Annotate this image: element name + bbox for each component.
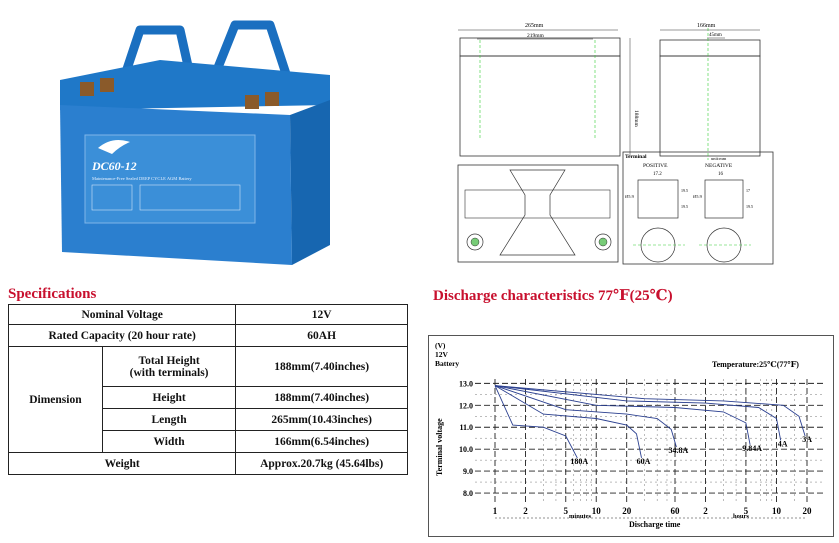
chart-battery-volt-label: 12V: [435, 350, 449, 359]
series-line: [494, 385, 578, 459]
spec-row-weight: Weight Approx.20.7kg (45.64lbs): [7, 452, 408, 475]
neg-h1-label: 17: [746, 188, 750, 193]
dimension-label: Dimension: [8, 346, 103, 453]
nominal-voltage-value: 12V: [235, 304, 408, 325]
chart-temperature-label: Temperature:25℃(77℉): [712, 360, 799, 369]
inner-label: 219mm: [527, 33, 545, 39]
width-label: Width: [101, 430, 237, 453]
series-label: 9.84A: [742, 444, 762, 453]
y-tick-label: 12.0: [459, 401, 473, 410]
pos-h2-label: 19.5: [681, 204, 688, 209]
battery-image: DC60-12 Maintenance-Free Sealed DEEP CYC…: [40, 20, 340, 270]
series-line: [494, 385, 751, 445]
length-label: 265mm: [525, 23, 544, 29]
terminal-label: Terminal: [625, 154, 647, 160]
negative-label: NEGATIVE: [705, 163, 733, 169]
dia-neg-label: Ø5.9: [693, 194, 703, 199]
nominal-voltage-label: Nominal Voltage: [7, 304, 237, 325]
length-label: Length: [101, 408, 237, 431]
series-line: [494, 385, 782, 441]
series-label: 60A: [637, 457, 651, 466]
series-label: 3A: [802, 435, 812, 444]
x-tick-label: 5: [744, 506, 749, 516]
height-value: 188mm(7.40inches): [235, 386, 408, 409]
series-line: [494, 385, 642, 458]
height-label: 188mm: [633, 110, 639, 128]
height-label: Height: [101, 386, 237, 409]
x-tick-label: 1: [493, 506, 498, 516]
discharge-title: Discharge characteristics 77℉(25℃): [433, 288, 673, 304]
spec-row-length: Length 265mm(10.43inches): [9, 408, 408, 431]
total-height-label: Total Height (with terminals): [101, 346, 237, 387]
x-tick-label: 60: [671, 506, 681, 516]
width-value: 166mm(6.54inches): [235, 430, 408, 453]
length-value: 265mm(10.43inches): [235, 408, 408, 431]
total-height-value: 188mm(7.40inches): [235, 346, 408, 387]
chart-hours-label: hours: [733, 513, 749, 520]
width-inner-label: 45mm: [709, 33, 722, 38]
positive-label: POSITIVE: [643, 163, 668, 169]
neg-dim-label: 16: [718, 172, 724, 177]
battery-note: Maintenance-Free Sealed DEEP CYCLE AGM B…: [92, 176, 192, 181]
weight-label: Weight: [7, 452, 237, 475]
spec-row-nominal-voltage: Nominal Voltage 12V: [7, 304, 408, 325]
y-tick-label: 13.0: [459, 379, 473, 388]
x-tick-label: 20: [803, 506, 813, 516]
chart-minutes-label: minutes: [569, 513, 592, 520]
chart-battery-label: Battery: [435, 359, 459, 368]
width-label: 166mm: [697, 23, 716, 29]
unit-label: unit:mm: [711, 156, 727, 161]
x-tick-label: 2: [523, 506, 528, 516]
total-height-label-line1: Total Height: [138, 354, 200, 367]
y-tick-label: 8.0: [463, 489, 473, 498]
chart-xlabel: Discharge time: [629, 520, 681, 529]
pos-dim-label: 17.2: [653, 172, 662, 177]
rated-capacity-value: 60AH: [235, 324, 408, 347]
spec-row-rated-capacity: Rated Capacity (20 hour rate) 60AH: [7, 324, 408, 347]
specifications-title: Specifications: [8, 286, 97, 302]
chart-unit-label: (V): [435, 341, 446, 350]
rated-capacity-label: Rated Capacity (20 hour rate): [7, 324, 237, 347]
y-tick-label: 11.0: [459, 423, 473, 432]
neg-h2-label: 19.5: [746, 204, 753, 209]
discharge-chart-svg: (V) 12V Battery Temperature:25℃(77℉) Ter…: [435, 341, 825, 529]
y-tick-label: 10.0: [459, 445, 473, 454]
total-height-label-line2: (with terminals): [129, 366, 209, 379]
specifications-table: Nominal Voltage 12V Rated Capacity (20 h…: [7, 304, 408, 475]
discharge-chart: (V) 12V Battery Temperature:25℃(77℉) Ter…: [428, 335, 834, 537]
dia-pos-label: Ø5.9: [625, 194, 635, 199]
series-line: [494, 385, 806, 437]
spec-row-total-height: Dimension Total Height (with terminals) …: [8, 346, 408, 453]
series-line: [494, 385, 677, 448]
x-tick-label: 5: [564, 506, 569, 516]
x-tick-label: 20: [622, 506, 632, 516]
x-tick-label: 10: [592, 506, 602, 516]
weight-value: Approx.20.7kg (45.64lbs): [235, 452, 408, 475]
chart-ylabel: Terminal voltage: [435, 418, 444, 476]
x-tick-label: 10: [772, 506, 782, 516]
x-tick-label: 2: [703, 506, 708, 516]
series-label: 4A: [778, 439, 788, 448]
y-tick-label: 9.0: [463, 467, 473, 476]
series-label: 180A: [570, 457, 588, 466]
battery-model-label: DC60-12: [91, 159, 137, 173]
pos-h1-label: 19.5: [681, 188, 688, 193]
series-label: 34.8A: [669, 446, 689, 455]
dimension-drawing: 265mm 219mm 188mm 166mm 45mm Terminal PO…: [455, 10, 835, 265]
